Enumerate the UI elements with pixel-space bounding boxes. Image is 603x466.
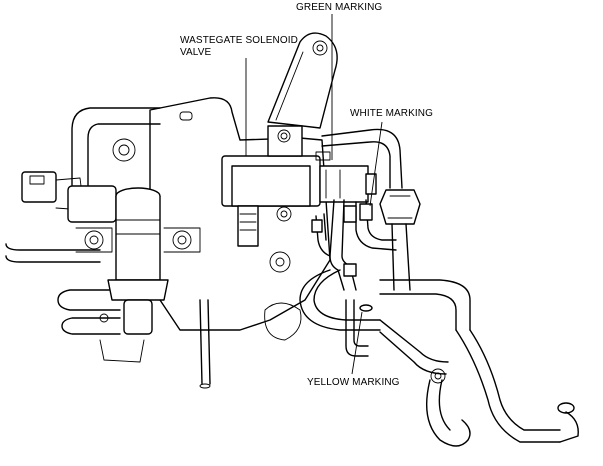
right-boost-pipe <box>321 128 421 291</box>
vertical-actuator <box>75 187 201 335</box>
leader-white <box>369 121 383 207</box>
electrical-connector <box>21 171 117 223</box>
wastegate-solenoid-valve-label: WASTEGATE SOLENOID VALVE <box>180 35 298 59</box>
white-marking-label: WHITE MARKING <box>350 108 433 119</box>
wastegate-label-line1: WASTEGATE SOLENOID <box>180 35 298 46</box>
green-marking-label: GREEN MARKING <box>296 2 383 13</box>
wastegate-label-line2: VALVE <box>180 47 212 58</box>
yellow-marking-label: YELLOW MARKING <box>307 377 400 388</box>
intake-pipe-upper <box>71 107 161 186</box>
lower-left-pipes <box>5 243 145 363</box>
mounting-bracket <box>267 32 338 129</box>
leader-yellow <box>351 311 363 375</box>
callout-leaders <box>245 14 383 375</box>
vacuum-hoses <box>311 199 397 291</box>
lower-rod <box>199 299 211 389</box>
solenoid-valve-body <box>221 125 377 247</box>
looping-hose <box>299 269 579 447</box>
